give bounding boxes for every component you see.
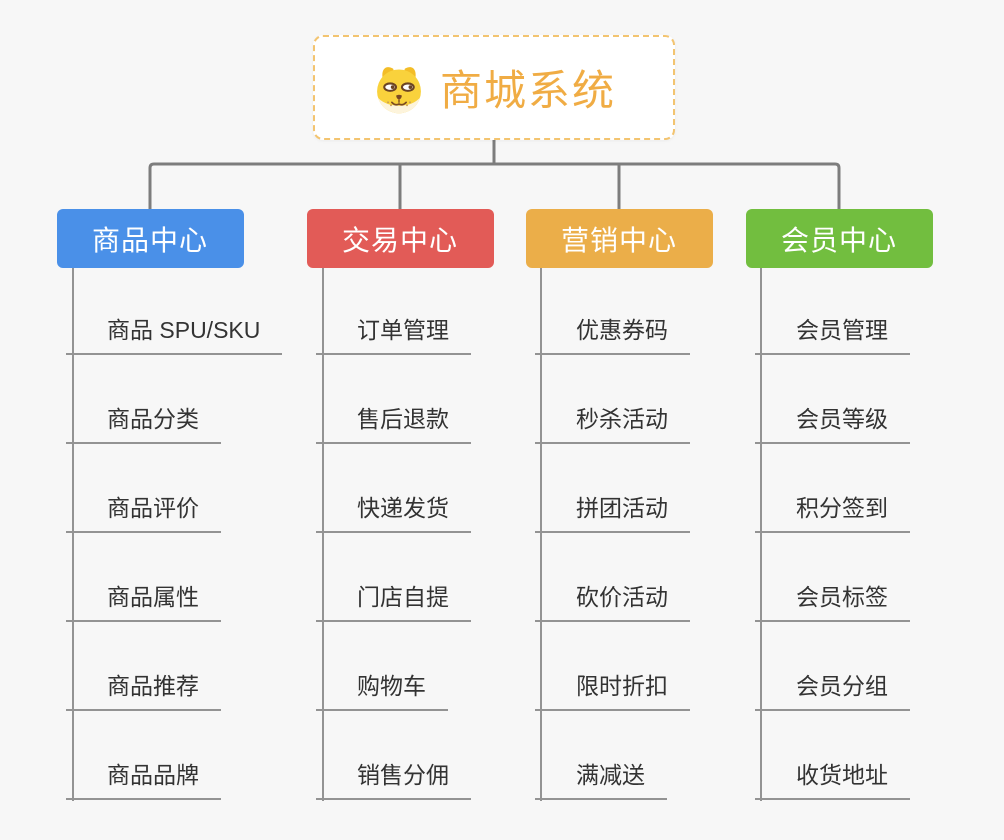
leaf-node[interactable]: 收货地址 (755, 758, 910, 800)
leaf-node[interactable]: 拼团活动 (535, 491, 690, 533)
leaf-node[interactable]: 商品分类 (66, 402, 221, 444)
leaf-node[interactable]: 购物车 (316, 669, 448, 711)
leaf-node[interactable]: 会员管理 (755, 313, 910, 355)
leaf-node[interactable]: 优惠券码 (535, 313, 690, 355)
leaf-node[interactable]: 商品推荐 (66, 669, 221, 711)
leaf-node[interactable]: 砍价活动 (535, 580, 690, 622)
branch-node-label: 会员中心 (780, 224, 897, 256)
leaf-node[interactable]: 门店自提 (316, 580, 471, 622)
branch-node-label: 交易中心 (341, 224, 458, 256)
root-node[interactable]: 商城系统 (313, 35, 675, 140)
leaf-node[interactable]: 秒杀活动 (535, 402, 690, 444)
leaf-node[interactable]: 商品属性 (66, 580, 221, 622)
branch-bracket-line (148, 162, 841, 209)
shiba-dog-icon (377, 66, 421, 113)
leaf-node[interactable]: 商品品牌 (66, 758, 221, 800)
leaf-node[interactable]: 售后退款 (316, 402, 471, 444)
leaf-node[interactable]: 会员标签 (755, 580, 910, 622)
leaf-node[interactable]: 会员等级 (755, 402, 910, 444)
branch-node-label: 商品中心 (91, 224, 208, 256)
leaf-node[interactable]: 商品 SPU/SKU (66, 313, 283, 355)
branch-node-marketing-center[interactable]: 营销中心 (525, 209, 713, 268)
leaf-node[interactable]: 积分签到 (755, 491, 910, 533)
leaf-node[interactable]: 会员分组 (755, 669, 910, 711)
branch-node-product-center[interactable]: 商品中心 (56, 209, 244, 268)
root-title: 商城系统 (439, 67, 616, 114)
leaf-node[interactable]: 满减送 (535, 758, 667, 800)
leaf-node[interactable]: 销售分佣 (316, 758, 471, 800)
leaf-node[interactable]: 商品评价 (66, 491, 221, 533)
branch-node-member-center[interactable]: 会员中心 (745, 209, 933, 268)
leaf-node[interactable]: 限时折扣 (535, 669, 690, 711)
leaf-node[interactable]: 订单管理 (316, 313, 471, 355)
leaf-node[interactable]: 快递发货 (316, 491, 471, 533)
branch-node-trade-center[interactable]: 交易中心 (306, 209, 494, 268)
branch-node-label: 营销中心 (560, 224, 677, 256)
